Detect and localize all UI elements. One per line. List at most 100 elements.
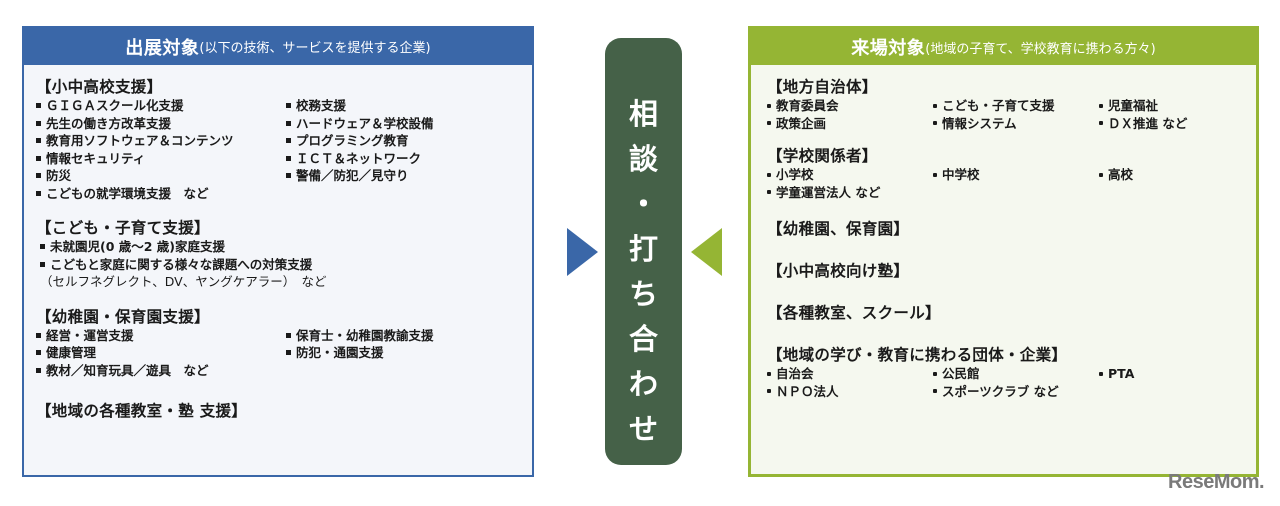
section-title: 【幼稚園、保育園】: [767, 220, 910, 238]
list-item: 先生の働き方改革支援: [36, 115, 286, 133]
bullet-icon: [1099, 121, 1103, 126]
exhibitor-title: 出展対象: [125, 37, 200, 59]
list-item: 防災: [36, 167, 286, 185]
bullet-icon: [1099, 371, 1103, 376]
bullet-icon: [36, 120, 41, 126]
section-title: 【各種教室、スクール】: [767, 304, 941, 322]
section-title: 【地域の各種教室・塾 支援】: [36, 402, 248, 420]
bullet-icon: [933, 389, 937, 394]
bullet-icon: [286, 120, 291, 126]
bullet-icon: [767, 371, 771, 376]
section-title: 【幼稚園・保育園支援】: [36, 307, 210, 326]
section-title: 【地方自治体】: [767, 78, 878, 96]
list-item: 学童運営法人 など: [767, 184, 933, 202]
list-item: こども・子育て支援: [933, 97, 1099, 115]
bullet-icon: [36, 103, 41, 109]
pill-char: 相: [628, 97, 658, 131]
exhibitor-panel-header: 出展対象(以下の技術、サービスを提供する企業): [24, 28, 532, 65]
list-item: スポーツクラブ など: [933, 383, 1099, 401]
list-item: ハードウェア＆学校設備: [286, 115, 526, 133]
bullet-icon: [933, 172, 937, 177]
arrow-right-icon: [567, 228, 598, 276]
list-item: 小学校: [767, 166, 933, 184]
section-cram-schools: 【小中高校向け塾】: [767, 261, 1256, 281]
list-item: 情報システム: [933, 115, 1099, 133]
section-school-support: 【小中高校支援】 ＧＩＧＡスクール化支援 校務支援 先生の働き方改革支援 ハード…: [36, 77, 532, 202]
bullet-icon: [36, 190, 41, 196]
section-title: 【学校関係者】: [767, 147, 878, 165]
section-local-organizations: 【地域の学び・教育に携わる団体・企業】 自治会 公民館 PTA ＮＰＯ法人 スポ…: [767, 345, 1256, 400]
section-title: 【小中高校向け塾】: [767, 262, 910, 280]
section-title: 【こども・子育て支援】: [36, 219, 210, 237]
list-item: PTA: [1099, 365, 1249, 383]
bullet-icon: [40, 244, 45, 250]
arrow-left-icon: [691, 228, 722, 276]
bullet-icon: [767, 190, 771, 195]
list-item: 校務支援: [286, 97, 526, 115]
bullet-icon: [1099, 172, 1103, 177]
pill-char: 合: [628, 322, 658, 356]
bullet-icon: [36, 173, 41, 179]
list-item: プログラミング教育: [286, 132, 526, 150]
bullet-icon: [286, 138, 291, 144]
bullet-icon: [286, 332, 291, 338]
list-item: 防犯・通園支援: [286, 344, 526, 362]
list-item: 健康管理: [36, 344, 286, 362]
list-item: 未就園児(0 歳～2 歳)家庭支援: [40, 238, 532, 256]
pill-char: ち: [628, 277, 658, 311]
section-classes-schools: 【各種教室、スクール】: [767, 303, 1256, 323]
pill-char: わ: [628, 367, 658, 401]
list-item: ＩＣＴ＆ネットワーク: [286, 150, 526, 168]
list-item: 高校: [1099, 166, 1249, 184]
list-item: 中学校: [933, 166, 1099, 184]
visitor-title: 来場対象: [851, 38, 926, 59]
exhibitor-panel: 出展対象(以下の技術、サービスを提供する企業) 【小中高校支援】 ＧＩＧＡスクー…: [22, 26, 534, 477]
list-item: 情報セキュリティ: [36, 150, 286, 168]
list-item: 政策企画: [767, 115, 933, 133]
bullet-icon: [286, 103, 291, 109]
bullet-icon: [933, 103, 937, 108]
section-local-classes-support: 【地域の各種教室・塾 支援】: [36, 401, 532, 421]
list-item: こどもと家庭に関する様々な課題への対策支援: [40, 256, 532, 274]
section-school-staff: 【学校関係者】 小学校 中学校 高校 学童運営法人 など: [767, 146, 1256, 201]
list-item: 警備／防犯／見守り: [286, 167, 526, 185]
bullet-icon: [933, 371, 937, 376]
list-item: ＤＸ推進 など: [1099, 115, 1249, 133]
bullet-icon: [767, 121, 771, 126]
list-item: 教材／知育玩具／遊具 など: [36, 362, 286, 380]
list-item-continuation: （セルフネグレクト、DV、ヤングケアラー） など: [40, 274, 327, 289]
bullet-icon: [286, 155, 291, 161]
list-item: 児童福祉: [1099, 97, 1249, 115]
list-item: 教育委員会: [767, 97, 933, 115]
list-item: 教育用ソフトウェア＆コンテンツ: [36, 132, 286, 150]
list-item: 保育士・幼稚園教諭支援: [286, 327, 526, 345]
section-title: 【地域の学び・教育に携わる団体・企業】: [767, 346, 1068, 364]
section-title: 【小中高校支援】: [36, 78, 163, 96]
bullet-icon: [36, 350, 41, 356]
bullet-icon: [36, 332, 41, 338]
list-item: こどもの就学環境支援 など: [36, 185, 286, 203]
bullet-icon: [767, 103, 771, 108]
list-item: 経営・運営支援: [36, 327, 286, 345]
bullet-icon: [767, 172, 771, 177]
visitor-subtitle: (地域の子育て、学校教育に携わる方々): [925, 41, 1156, 57]
consultation-meeting-label: 相 談 ・ 打 ち 合 わ せ: [605, 38, 682, 465]
bullet-icon: [36, 138, 41, 144]
bullet-icon: [40, 261, 45, 267]
list-item: 自治会: [767, 365, 933, 383]
bullet-icon: [36, 367, 41, 373]
list-item: ＧＩＧＡスクール化支援: [36, 97, 286, 115]
bullet-icon: [286, 350, 291, 356]
pill-char: 打: [628, 232, 658, 266]
pill-char: ・: [628, 187, 658, 221]
visitor-panel: 来場対象(地域の子育て、学校教育に携わる方々) 【地方自治体】 教育委員会 こど…: [748, 26, 1259, 477]
section-kindergartens: 【幼稚園、保育園】: [767, 219, 1256, 239]
pill-char: 談: [628, 142, 658, 176]
list-item: ＮＰＯ法人: [767, 383, 933, 401]
bullet-icon: [286, 173, 291, 179]
visitor-panel-header: 来場対象(地域の子育て、学校教育に携わる方々): [751, 29, 1256, 65]
bullet-icon: [36, 155, 41, 161]
section-local-government: 【地方自治体】 教育委員会 こども・子育て支援 児童福祉 政策企画 情報システム…: [767, 77, 1256, 132]
resemom-logo: ReseMom.: [1168, 471, 1265, 493]
section-child-support: 【こども・子育て支援】 未就園児(0 歳～2 歳)家庭支援 こどもと家庭に関する…: [36, 218, 532, 291]
